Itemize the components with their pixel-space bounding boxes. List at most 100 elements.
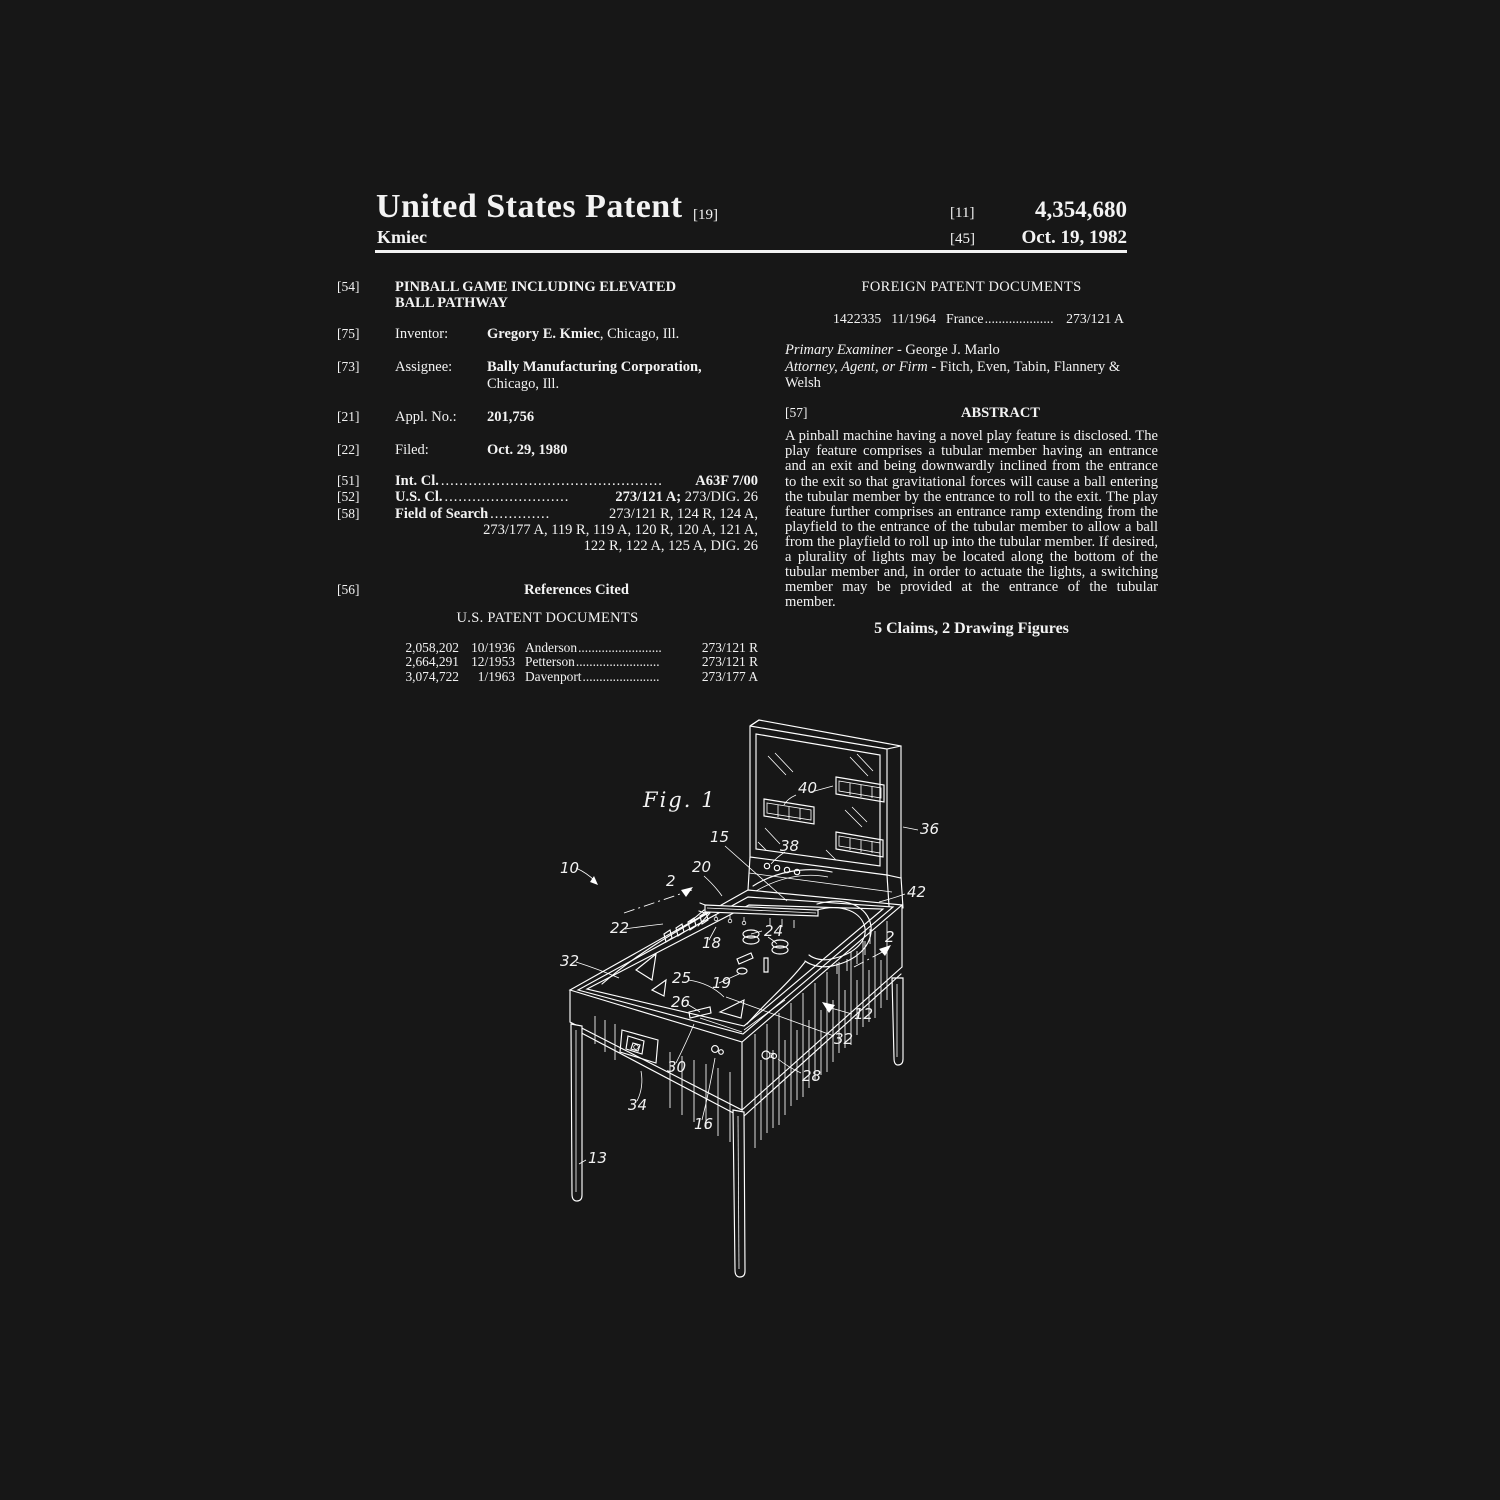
- us-cl-value-rest: 273/DIG. 26: [681, 489, 758, 506]
- appl-number: 201,756: [487, 409, 535, 426]
- figure-ref-number: 24: [764, 922, 783, 940]
- field-tag: [73]: [337, 359, 360, 375]
- invention-title-row: [54] PINBALL GAME INCLUDING ELEVATED BAL…: [337, 279, 758, 312]
- figure-ref-number: 20: [692, 858, 711, 876]
- figure-ref-number: 10: [560, 859, 579, 877]
- figure-ref-number: 2: [666, 872, 676, 890]
- figure-ref-number: 2: [885, 928, 895, 946]
- figure-ref-number: 42: [907, 883, 926, 901]
- invention-title-line1: PINBALL GAME INCLUDING ELEVATED: [395, 279, 677, 295]
- dot-leader: .......................: [582, 669, 660, 684]
- examiner-label: Primary Examiner: [785, 342, 894, 359]
- int-cl-value: A63F 7/00: [695, 472, 758, 489]
- ref-number: 2,664,291: [405, 654, 459, 670]
- us-cl-value: 273/121 A;: [615, 489, 682, 506]
- assignee-row: [73] Assignee: Bally Manufacturing Corpo…: [337, 359, 758, 392]
- date-tag: [45]: [950, 231, 975, 247]
- playfield-details: [601, 900, 872, 1064]
- kind-code-tag: [19]: [693, 207, 718, 223]
- figure-ref-number: 22: [610, 919, 629, 937]
- ref-class: 273/121 R: [701, 654, 758, 670]
- backbox: [749, 719, 902, 879]
- attorney-line: Attorney, Agent, or Firm - Fitch, Even, …: [785, 359, 1158, 391]
- ref-country: France: [946, 311, 984, 327]
- assignee-name: Bally Manufacturing Corporation,: [487, 359, 702, 376]
- field-tag: [57]: [785, 405, 808, 421]
- references-cited-heading: References Cited: [524, 581, 629, 598]
- dot-leader: ........................................…: [440, 472, 663, 489]
- figure-ref-number: 32: [560, 952, 579, 970]
- figure-ref-number: 36: [920, 820, 939, 838]
- fos-label: Field of Search: [395, 505, 489, 522]
- inventor-label: Inventor:: [395, 325, 449, 342]
- pinball-machine-drawing: Fig. 11022232152018241925263034161328123…: [560, 719, 939, 1278]
- cabinet-hatching: [594, 921, 888, 1148]
- ref-number: 3,074,722: [405, 668, 459, 684]
- figure-ref-number: 19: [712, 974, 731, 992]
- figure-ref-number: 15: [710, 828, 729, 846]
- invention-title-line2: BALL PATHWAY: [395, 295, 508, 312]
- inventor-surname: Kmiec: [377, 227, 427, 247]
- arrow-12: [822, 1002, 835, 1013]
- ref-name: Davenport: [525, 668, 582, 684]
- field-tag: [21]: [337, 409, 360, 425]
- header-divider: [375, 250, 1127, 253]
- appl-label: Appl. No.:: [395, 409, 457, 426]
- patent-number-block: [11] 4,354,680 [45] Oct. 19, 1982: [950, 197, 1127, 253]
- ref-class: 273/121 R: [701, 639, 758, 655]
- reference-row: 3,074,722 1/1963 Davenport .............…: [337, 668, 758, 685]
- figure-ref-number: 13: [588, 1149, 607, 1167]
- foreign-documents-heading: FOREIGN PATENT DOCUMENTS: [861, 279, 1082, 295]
- field-tag: [56]: [337, 581, 360, 597]
- filed-date: Oct. 29, 1980: [487, 442, 568, 459]
- examiner-name: - George J. Marlo: [893, 342, 1000, 359]
- abstract-text: A pinball machine having a novel play fe…: [785, 428, 1158, 611]
- fos-value-line3: 122 R, 122 A, 125 A, DIG. 26: [583, 538, 758, 555]
- attorney-label: Attorney, Agent, or Firm: [785, 358, 928, 375]
- figure-ref-number: 28: [802, 1067, 821, 1085]
- issue-date: Oct. 19, 1982: [1021, 227, 1127, 248]
- field-of-search-row: [58] Field of Search ............. 273/1…: [337, 506, 758, 522]
- ref-class: 273/177 A: [701, 668, 758, 684]
- leg-front-center: [732, 1109, 746, 1278]
- attorney-names: - Fitch, Even, Tabin, Flannery & Welsh: [785, 358, 1121, 391]
- ref-number: 2,058,202: [405, 639, 459, 655]
- filed-row: [22] Filed: Oct. 29, 1980: [337, 442, 758, 458]
- leader-lines: [575, 785, 919, 1165]
- fos-continuation: 273/177 A, 119 R, 119 A, 120 R, 120 A, 1…: [337, 522, 758, 555]
- ref-date: 11/1964: [891, 311, 937, 327]
- number-tag: [11]: [950, 205, 975, 221]
- figure-ref-number: 34: [628, 1096, 647, 1114]
- ref-date: 1/1963: [477, 668, 515, 684]
- dot-leader: .........................: [575, 655, 660, 670]
- us-patent-documents-heading: U.S. PATENT DOCUMENTS: [456, 610, 639, 627]
- ref-number: 1422335: [833, 311, 882, 327]
- figure-caption: Fig. 1: [642, 788, 716, 812]
- filed-label: Filed:: [395, 442, 429, 459]
- ref-date: 10/1936: [471, 639, 515, 655]
- field-tag: [51]: [337, 472, 360, 488]
- patent-number: 4,354,680: [1035, 197, 1127, 222]
- figure-ref-number: 40: [798, 779, 817, 797]
- reference-row: 2,058,202 10/1936 Anderson .............…: [337, 639, 758, 656]
- patent-title: United States Patent: [376, 188, 683, 225]
- dot-leader: .........................: [578, 640, 662, 655]
- int-cl-label: Int. Cl.: [395, 472, 439, 489]
- us-cl-label: U.S. Cl.: [395, 489, 443, 506]
- back-panel-gap: [747, 856, 904, 909]
- ref-name: Petterson: [525, 654, 575, 670]
- assignee-label: Assignee:: [395, 359, 453, 376]
- leg-front-left: [570, 1023, 583, 1202]
- arrow-10: [590, 876, 598, 885]
- reference-row: 2,664,291 12/1953 Petterson ............…: [337, 655, 758, 670]
- arrow-2-left: [681, 887, 693, 897]
- field-tag: [54]: [337, 279, 360, 294]
- figure-ref-number: 32: [834, 1030, 853, 1048]
- inventor-city: , Chicago, Ill.: [599, 325, 680, 342]
- field-tag: [22]: [337, 442, 360, 458]
- field-tag: [75]: [337, 325, 360, 341]
- ref-date: 12/1953: [471, 654, 515, 670]
- field-tag: [52]: [337, 489, 360, 505]
